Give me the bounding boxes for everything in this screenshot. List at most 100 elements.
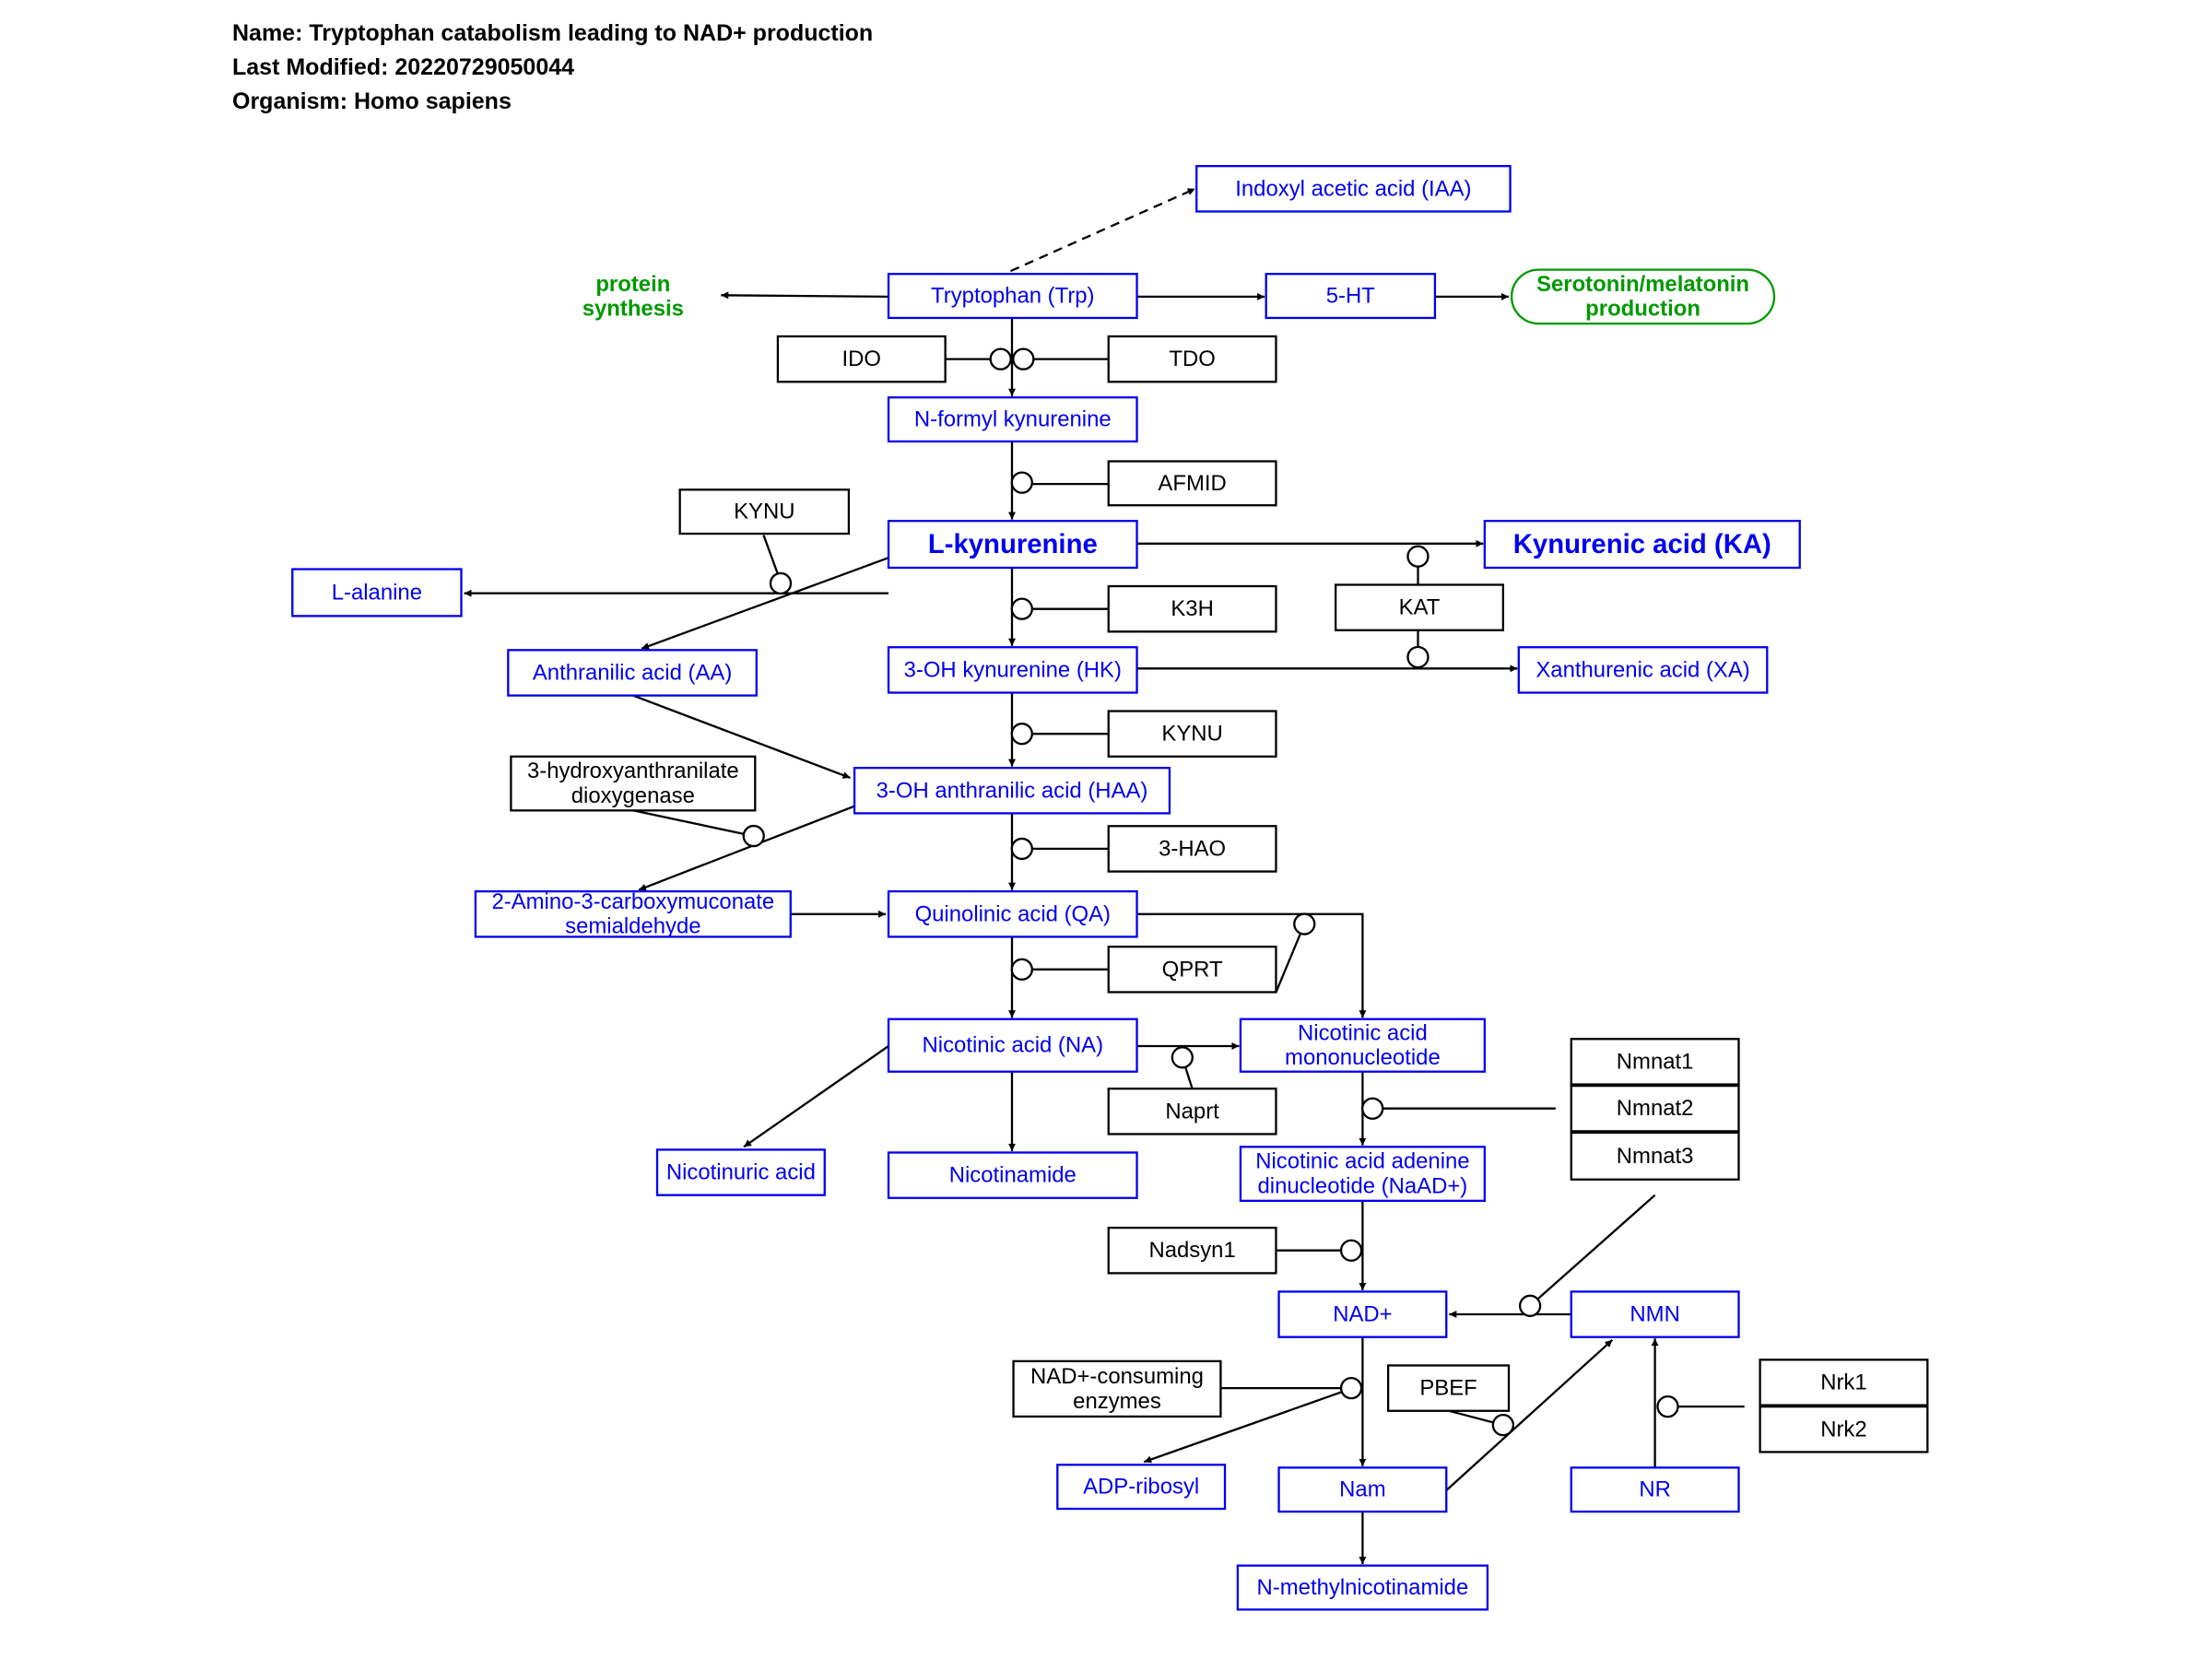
node-box xyxy=(291,568,463,618)
node-label: TDO xyxy=(1169,347,1215,371)
node-label: 3-OH kynurenine (HK) xyxy=(904,657,1122,682)
catalysis-marker-1 xyxy=(1012,347,1035,371)
node-haa[interactable]: 3-OH anthranilic acid (HAA) xyxy=(853,766,1171,815)
catalysis-marker-7 xyxy=(1010,723,1033,746)
node-adp[interactable]: ADP-ribosyl xyxy=(1056,1464,1227,1511)
node-label: Nmnat3 xyxy=(1617,1144,1694,1169)
node-label: 3-OH anthranilic acid (HAA) xyxy=(877,778,1148,803)
node-label: Nicotinic acid xyxy=(1298,1020,1428,1045)
node-nmnat1[interactable]: Nmnat1 xyxy=(1570,1038,1740,1086)
node-nam[interactable]: Nam xyxy=(1277,1466,1448,1513)
node-tdo[interactable]: TDO xyxy=(1107,335,1277,383)
node-nmethyl[interactable]: N-methylnicotinamide xyxy=(1236,1564,1489,1611)
node-box xyxy=(1107,825,1277,873)
node-box xyxy=(507,649,758,697)
node-xa[interactable]: Xanthurenic acid (XA) xyxy=(1517,646,1769,694)
node-k3h[interactable]: K3H xyxy=(1107,584,1277,633)
node-label: KYNU xyxy=(1161,722,1222,747)
node-pbef[interactable]: PBEF xyxy=(1386,1364,1511,1412)
node-label: enzymes xyxy=(1073,1389,1161,1414)
node-kat[interactable]: KAT xyxy=(1334,583,1505,631)
node-nmn[interactable]: NMN xyxy=(1570,1290,1740,1338)
node-aa[interactable]: Anthranilic acid (AA) xyxy=(507,649,758,697)
catalysis-marker-3 xyxy=(769,571,793,595)
node-label: Nicotinic acid adenine xyxy=(1255,1149,1469,1174)
last-modified: Last Modified: 20220729050044 xyxy=(232,54,575,80)
node-nr[interactable]: NR xyxy=(1570,1466,1740,1513)
node-nrk2[interactable]: Nrk2 xyxy=(1759,1405,1929,1453)
node-kynu2[interactable]: KYNU xyxy=(1107,710,1277,758)
node-nicotinuric[interactable]: Nicotinuric acid xyxy=(655,1148,826,1196)
node-qa[interactable]: Quinolinic acid (QA) xyxy=(887,889,1138,938)
node-label: Nicotinuric acid xyxy=(666,1160,816,1185)
node-label: L-alanine xyxy=(332,580,422,605)
node-box xyxy=(1570,1131,1740,1181)
catalysis-marker-0 xyxy=(989,347,1012,371)
node-ka[interactable]: Kynurenic acid (KA) xyxy=(1483,520,1801,570)
node-box xyxy=(1759,1359,1929,1406)
catalysis-marker-4 xyxy=(1406,545,1430,568)
node-label: PBEF xyxy=(1419,1376,1477,1401)
node-label: mononucleotide xyxy=(1285,1045,1441,1070)
node-label: Nmnat2 xyxy=(1617,1096,1694,1121)
node-lkyn[interactable]: L-kynurenine xyxy=(887,520,1138,570)
node-trp[interactable]: Tryptophan (Trp) xyxy=(887,273,1138,320)
catalysis-marker-17 xyxy=(1491,1414,1515,1437)
edge-17 xyxy=(1136,912,1367,1018)
node-nmnat3[interactable]: Nmnat3 xyxy=(1570,1131,1740,1181)
node-box xyxy=(887,1018,1138,1073)
node-nad[interactable]: NAD+ xyxy=(1277,1290,1448,1338)
node-ht5[interactable]: 5-HT xyxy=(1265,273,1437,320)
edge-14 xyxy=(638,805,855,891)
node-box xyxy=(1107,710,1277,758)
node-label: synthesis xyxy=(582,297,684,322)
node-box xyxy=(887,889,1138,938)
catalysis-marker-8 xyxy=(742,824,765,848)
node-kynu1[interactable]: KYNU xyxy=(678,488,851,535)
node-hao[interactable]: 3-HAO xyxy=(1107,825,1277,873)
node-box xyxy=(776,335,947,383)
node-hk[interactable]: 3-OH kynurenine (HK) xyxy=(887,646,1138,694)
node-iaa[interactable]: Indoxyl acetic acid (IAA) xyxy=(1195,165,1512,213)
node-box xyxy=(1012,1359,1222,1418)
node-label: NAD+ xyxy=(1333,1302,1392,1327)
node-box xyxy=(1334,583,1505,631)
node-label: Anthranilic acid (AA) xyxy=(533,660,732,685)
node-naprt[interactable]: Naprt xyxy=(1107,1088,1277,1135)
node-label: Xanthurenic acid (XA) xyxy=(1535,657,1749,682)
node-nfk[interactable]: N-formyl kynurenine xyxy=(887,396,1138,443)
node-box xyxy=(887,273,1138,320)
node-label: Indoxyl acetic acid (IAA) xyxy=(1235,176,1471,201)
diagram-nodes: Indoxyl acetic acid (IAA) proteinsynthesi… xyxy=(291,165,1929,1611)
node-label: Tryptophan (Trp) xyxy=(931,284,1094,309)
node-lala[interactable]: L-alanine xyxy=(291,568,463,618)
node-label: Nrk2 xyxy=(1820,1417,1866,1441)
node-nadsyn1[interactable]: Nadsyn1 xyxy=(1107,1226,1277,1275)
node-afmid[interactable]: AFMID xyxy=(1107,460,1277,507)
node-qprt[interactable]: QPRT xyxy=(1107,946,1277,994)
node-box xyxy=(887,520,1138,570)
edge-40 xyxy=(1275,924,1306,993)
node-nicotinamide[interactable]: Nicotinamide xyxy=(887,1151,1138,1199)
node-nmnat2[interactable]: Nmnat2 xyxy=(1570,1084,1740,1133)
node-box xyxy=(1386,1364,1511,1412)
node-label: K3H xyxy=(1171,596,1213,621)
node-label: N-methylnicotinamide xyxy=(1257,1575,1469,1600)
catalysis-markers xyxy=(742,347,1679,1437)
interaction-edges xyxy=(464,187,1745,1565)
node-label: KYNU xyxy=(734,500,794,524)
catalysis-marker-18 xyxy=(1656,1394,1679,1418)
catalysis-marker-14 xyxy=(1339,1239,1363,1262)
node-box xyxy=(1107,460,1277,507)
node-ido[interactable]: IDO xyxy=(776,335,947,383)
node-nrk1[interactable]: Nrk1 xyxy=(1759,1359,1929,1406)
node-na[interactable]: Nicotinic acid (NA) xyxy=(887,1018,1138,1073)
node-box xyxy=(1236,1564,1489,1611)
